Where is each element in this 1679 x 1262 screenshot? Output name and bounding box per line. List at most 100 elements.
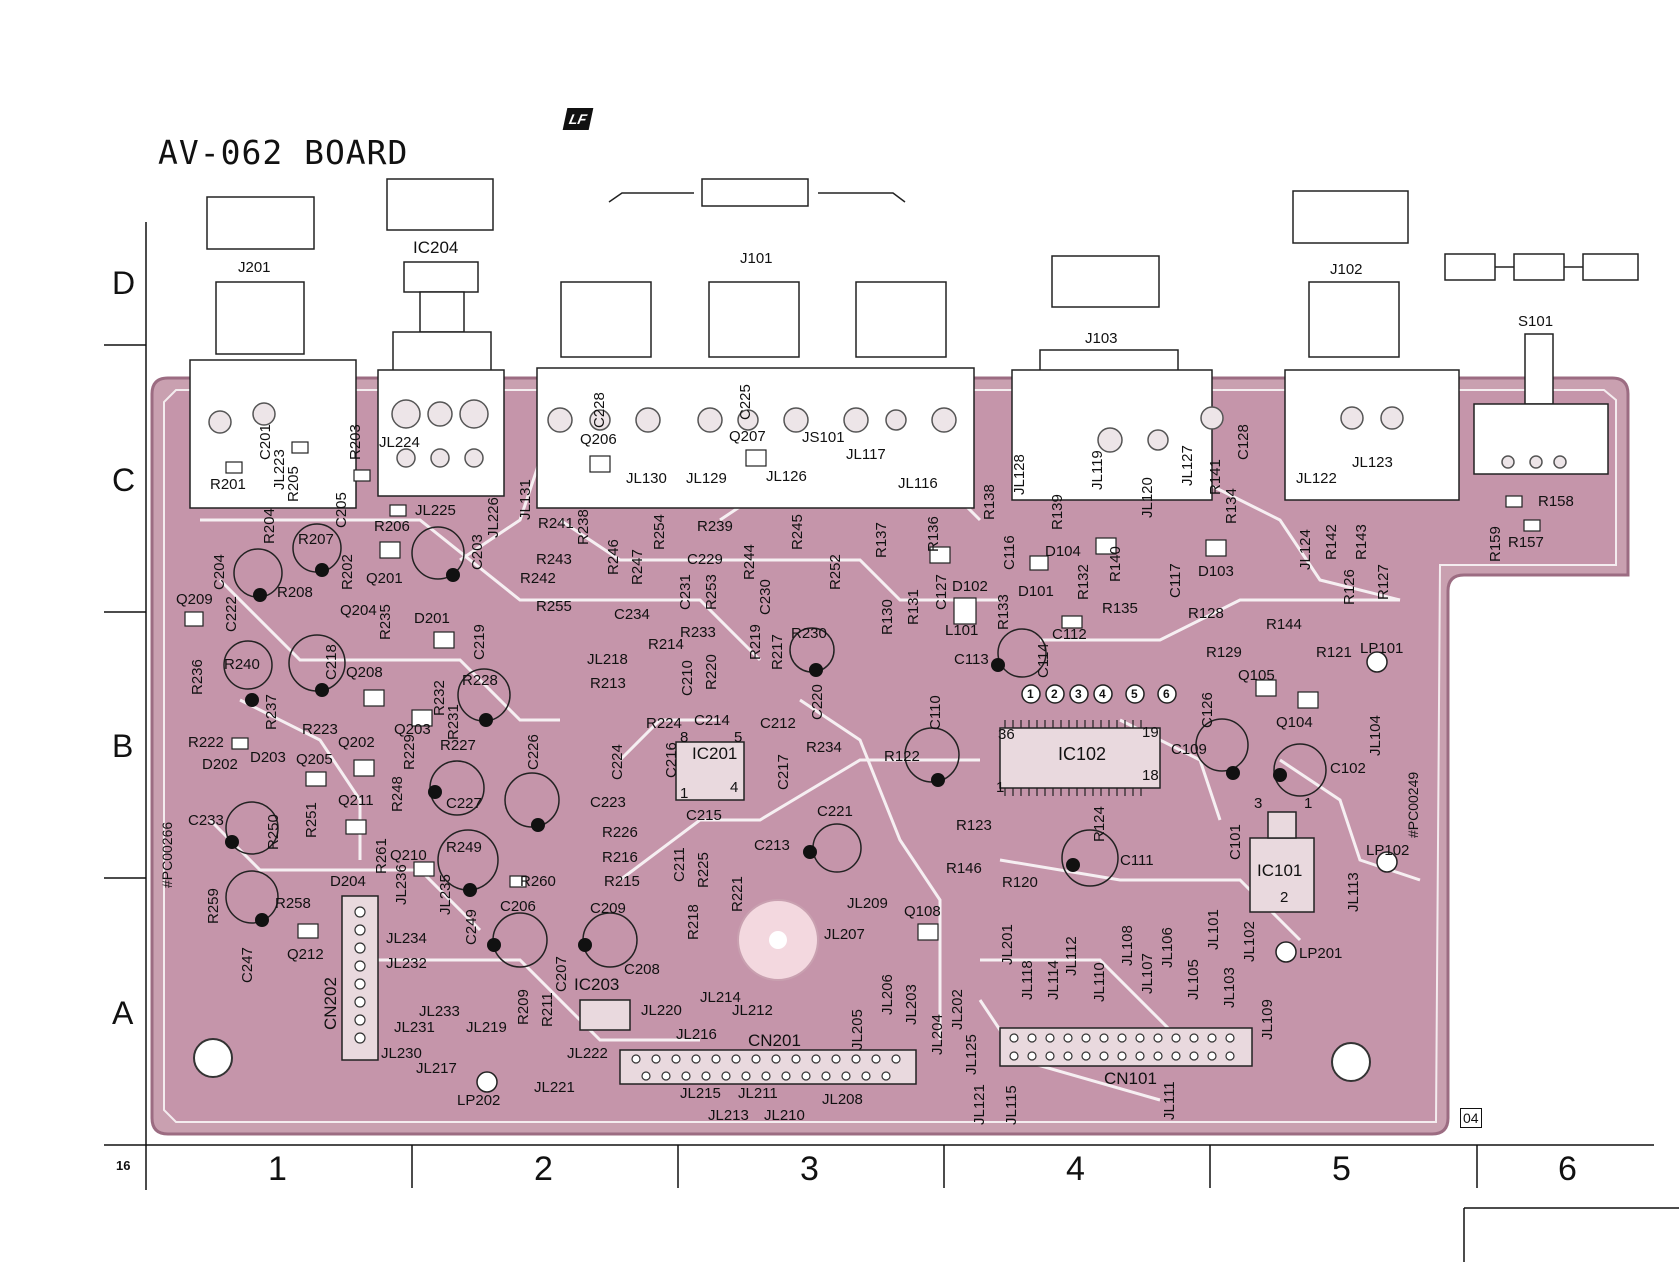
ref-d203: D203 (250, 749, 286, 766)
ref-jl102: JL102 (1241, 921, 1258, 962)
ref-r231: R231 (445, 704, 462, 740)
ref-c112: C112 (1052, 626, 1087, 643)
ref-jl113: JL113 (1345, 872, 1362, 912)
ref-l101: L101 (945, 622, 979, 639)
ref-r242: R242 (520, 570, 556, 587)
ref-jl108: JL108 (1119, 925, 1136, 966)
ref-jl211: JL211 (738, 1085, 778, 1102)
ref-jl206: JL206 (879, 974, 896, 1015)
ref-jl119: JL119 (1089, 450, 1106, 490)
ref-c206: C206 (500, 898, 536, 915)
ref-r211: R211 (539, 992, 556, 1027)
col-label-1: 1 (268, 1150, 287, 1188)
label-ic201: IC201 (692, 744, 738, 763)
ref-c109: C109 (1171, 741, 1207, 758)
ref-q211: Q211 (338, 792, 374, 809)
ref-c111: C111 (1120, 852, 1154, 869)
ref-r129: R129 (1206, 644, 1242, 661)
test-point-3: 3 (1075, 687, 1082, 701)
ic102-pin-19: 19 (1142, 724, 1159, 741)
ref-r241: R241 (538, 515, 574, 532)
ref-c219: C219 (471, 624, 488, 660)
label-ic101: IC101 (1257, 861, 1303, 880)
ic102-pin-18: 18 (1142, 767, 1159, 784)
ref-jl104: JL104 (1367, 715, 1384, 756)
col-label-5: 5 (1332, 1150, 1351, 1188)
page-number: 16 (116, 1158, 131, 1173)
ref-js101: JS101 (802, 429, 845, 446)
connector-pads (208, 399, 1567, 469)
ref-r133: R133 (995, 594, 1012, 630)
ref-r203: R203 (347, 424, 364, 460)
ref-r158: R158 (1538, 493, 1574, 510)
ref-jl210: JL210 (764, 1107, 805, 1124)
ref-r225: R225 (695, 852, 712, 888)
ref-jl109: JL109 (1259, 999, 1276, 1040)
ref-r124: R124 (1091, 806, 1108, 842)
ic102-pin-1: 1 (996, 779, 1005, 796)
ref-c204: C204 (211, 554, 228, 590)
ref-r215: R215 (604, 873, 640, 890)
row-label-d: D (112, 265, 136, 301)
label-s101: S101 (1518, 313, 1554, 330)
ref-q104: Q104 (1276, 714, 1313, 731)
ref-c210: C210 (679, 660, 696, 696)
ref-jl204: JL204 (929, 1014, 946, 1055)
ref-c220: C220 (809, 684, 826, 720)
ref-jl130: JL130 (626, 470, 667, 487)
ref-d204: D204 (330, 873, 366, 890)
ref-r245: R245 (789, 514, 806, 550)
ref-c110: C110 (927, 695, 944, 730)
ref-c211: C211 (671, 847, 688, 882)
ref-r251: R251 (303, 802, 320, 838)
ref-jl205: JL205 (849, 1009, 866, 1050)
brand-logo: LF (562, 108, 594, 130)
ic201-pin-4: 4 (730, 779, 739, 796)
ref-jl111: JL111 (1161, 1081, 1178, 1120)
ref-r260: R260 (520, 873, 556, 890)
col-label-3: 3 (800, 1150, 819, 1188)
ref-r142: R142 (1323, 524, 1340, 560)
ref-r132: R132 (1075, 564, 1092, 600)
ref-jl106: JL106 (1159, 927, 1176, 968)
ref-jl225: JL225 (415, 502, 456, 519)
col-label-6: 6 (1558, 1150, 1577, 1188)
ref-c229: C229 (687, 551, 723, 568)
revision-badge: 04 (1460, 1108, 1482, 1128)
ref-c213: C213 (754, 837, 790, 854)
ref-r261: R261 (373, 838, 390, 874)
ref-q205: Q205 (296, 751, 333, 768)
ref-jl110: JL110 (1091, 962, 1108, 1002)
ref-jl122: JL122 (1296, 470, 1337, 487)
ref-r201: R201 (210, 476, 246, 493)
ref-jl115: JL115 (1003, 1085, 1020, 1125)
ref-r238: R238 (575, 509, 592, 545)
ic201-pin-1: 1 (680, 785, 689, 802)
ref-r217: R217 (769, 634, 786, 670)
ref-c217: C217 (775, 754, 792, 790)
ref-lp201: LP201 (1299, 945, 1343, 962)
ref-d201: D201 (414, 610, 450, 627)
ref-c102: C102 (1330, 760, 1366, 777)
ref-r209: R209 (515, 989, 532, 1025)
ref-r120: R120 (1002, 874, 1038, 891)
ref-r204: R204 (261, 508, 278, 544)
ref-r131: R131 (905, 589, 922, 625)
ref-r138: R138 (981, 484, 998, 520)
ref-jl215: JL215 (680, 1085, 721, 1102)
test-point-4: 4 (1099, 687, 1106, 701)
label-ic203: IC203 (574, 975, 620, 994)
ref-r121: R121 (1316, 644, 1352, 661)
ref-jl124: JL124 (1297, 529, 1314, 570)
ref-jl232: JL232 (386, 955, 427, 972)
ref-jl125: JL125 (963, 1034, 980, 1075)
ref-jl129: JL129 (686, 470, 727, 487)
ref-r236: R236 (189, 659, 206, 695)
side-label-left: #PC00266 (159, 821, 175, 888)
ref-r222: R222 (188, 734, 224, 751)
ref-jl123: JL123 (1352, 454, 1393, 471)
ref-r258: R258 (275, 895, 311, 912)
label-j103: J103 (1085, 330, 1118, 347)
ref-q202: Q202 (338, 734, 375, 751)
ref-jl101: JL101 (1205, 909, 1222, 950)
